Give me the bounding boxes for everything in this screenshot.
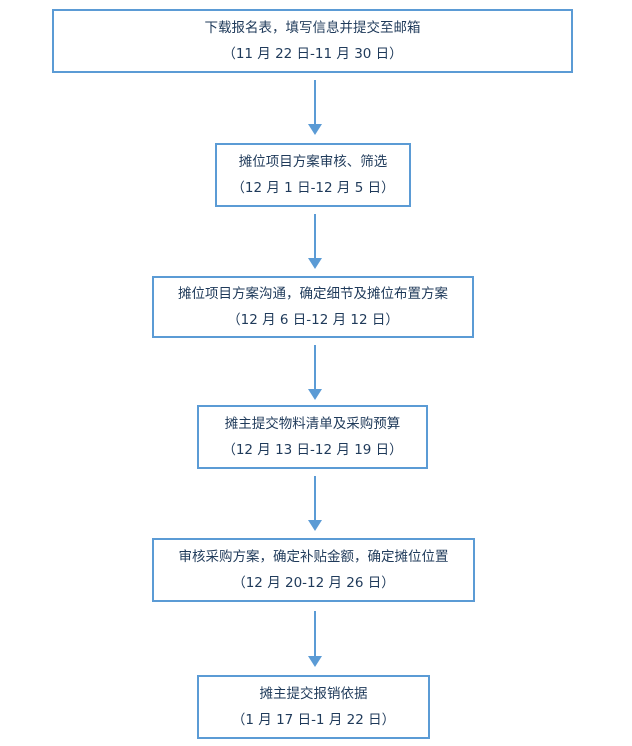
step-4-dates: （12 月 13 日-12 月 19 日）	[222, 442, 403, 458]
step-3-dates: （12 月 6 日-12 月 12 日）	[227, 312, 399, 328]
step-3-box: 摊位项目方案沟通，确定细节及摊位布置方案 （12 月 6 日-12 月 12 日…	[152, 276, 474, 338]
step-5-box: 审核采购方案，确定补贴金额，确定摊位位置 （12 月 20-12 月 26 日）	[152, 538, 475, 602]
step-5-title: 审核采购方案，确定补贴金额，确定摊位位置	[178, 549, 449, 565]
step-2-box: 摊位项目方案审核、筛选 （12 月 1 日-12 月 5 日）	[215, 143, 411, 207]
step-1-dates: （11 月 22 日-11 月 30 日）	[222, 46, 403, 62]
step-6-box: 摊主提交报销依据 （1 月 17 日-1 月 22 日）	[197, 675, 430, 739]
arrow-2-icon	[308, 214, 322, 269]
step-1-title: 下载报名表，填写信息并提交至邮箱	[204, 20, 421, 36]
step-4-title: 摊主提交物料清单及采购预算	[224, 416, 401, 432]
step-6-dates: （1 月 17 日-1 月 22 日）	[231, 712, 396, 728]
step-2-title: 摊位项目方案审核、筛选	[238, 154, 388, 170]
step-1-box: 下载报名表，填写信息并提交至邮箱 （11 月 22 日-11 月 30 日）	[52, 9, 573, 73]
step-3-title: 摊位项目方案沟通，确定细节及摊位布置方案	[178, 286, 448, 302]
step-2-dates: （12 月 1 日-12 月 5 日）	[231, 180, 395, 196]
step-4-box: 摊主提交物料清单及采购预算 （12 月 13 日-12 月 19 日）	[197, 405, 428, 469]
step-5-dates: （12 月 20-12 月 26 日）	[232, 575, 395, 591]
step-6-title: 摊主提交报销依据	[259, 686, 368, 702]
arrow-3-icon	[308, 345, 322, 400]
arrow-5-icon	[308, 611, 322, 667]
arrow-4-icon	[308, 476, 322, 531]
arrow-1-icon	[308, 80, 322, 135]
